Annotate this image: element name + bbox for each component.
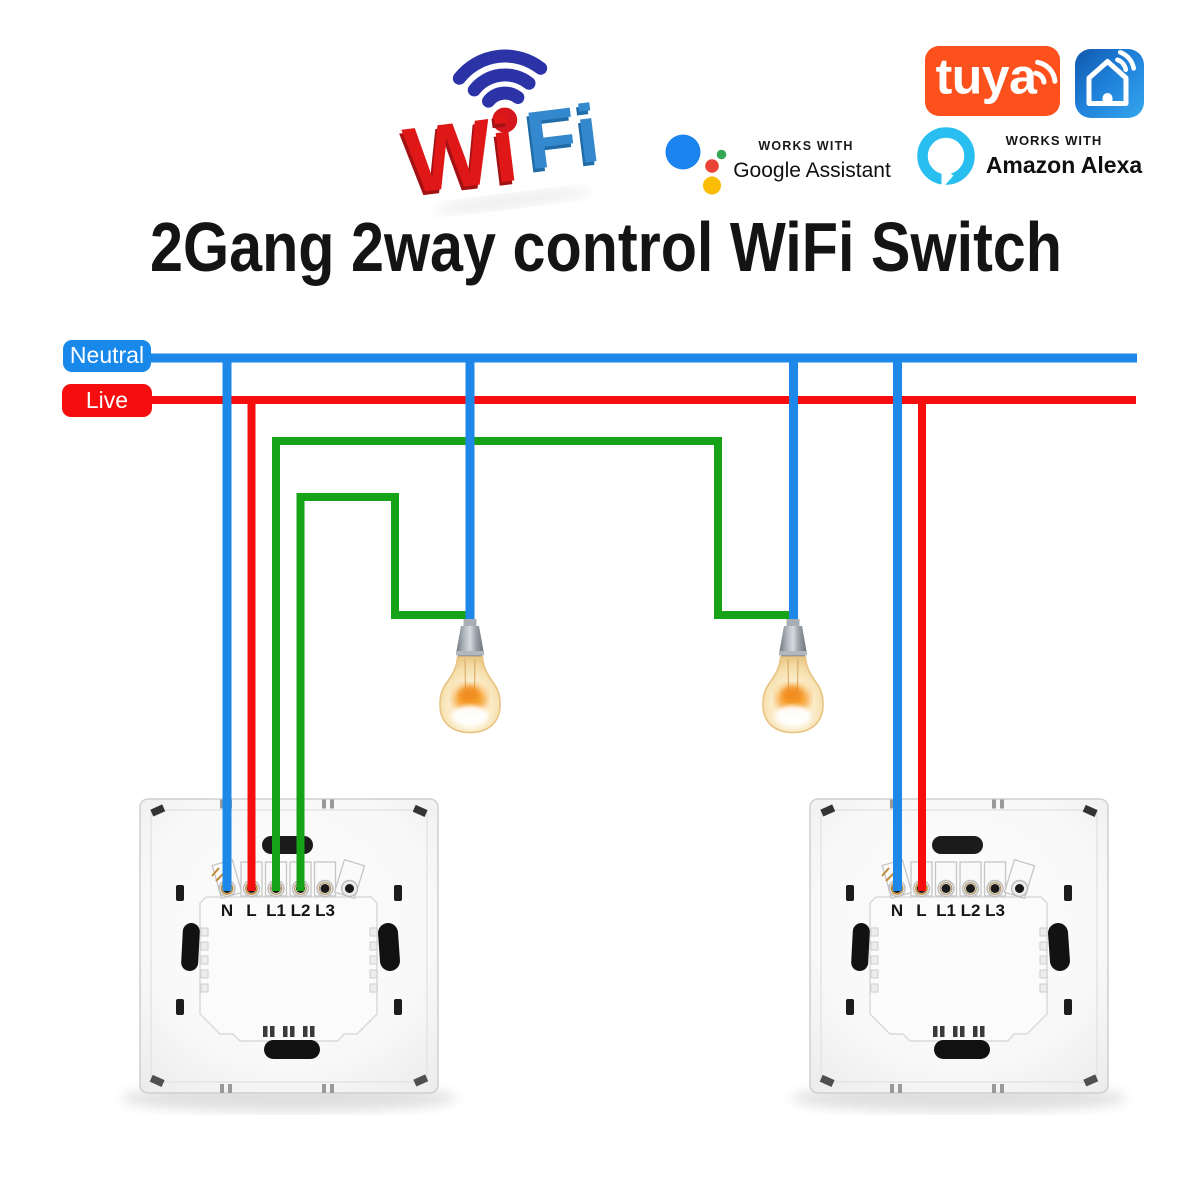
svg-text:Fi: Fi	[521, 88, 604, 187]
svg-text:Neutral: Neutral	[70, 342, 144, 368]
svg-text:WORKS WITH: WORKS WITH	[758, 139, 853, 153]
svg-text:Amazon Alexa: Amazon Alexa	[986, 152, 1143, 178]
svg-text:Wi: Wi	[399, 96, 524, 213]
svg-text:tuya: tuya	[936, 49, 1039, 105]
svg-text:Fi: Fi	[519, 92, 602, 191]
svg-text:Google Assistant: Google Assistant	[733, 159, 891, 182]
svg-text:Wi: Wi	[397, 100, 522, 217]
svg-text:Live: Live	[86, 387, 128, 413]
svg-text:2Gang 2way control WiFi Switch: 2Gang 2way control WiFi Switch	[150, 208, 1062, 286]
svg-text:WORKS WITH: WORKS WITH	[1006, 133, 1103, 148]
